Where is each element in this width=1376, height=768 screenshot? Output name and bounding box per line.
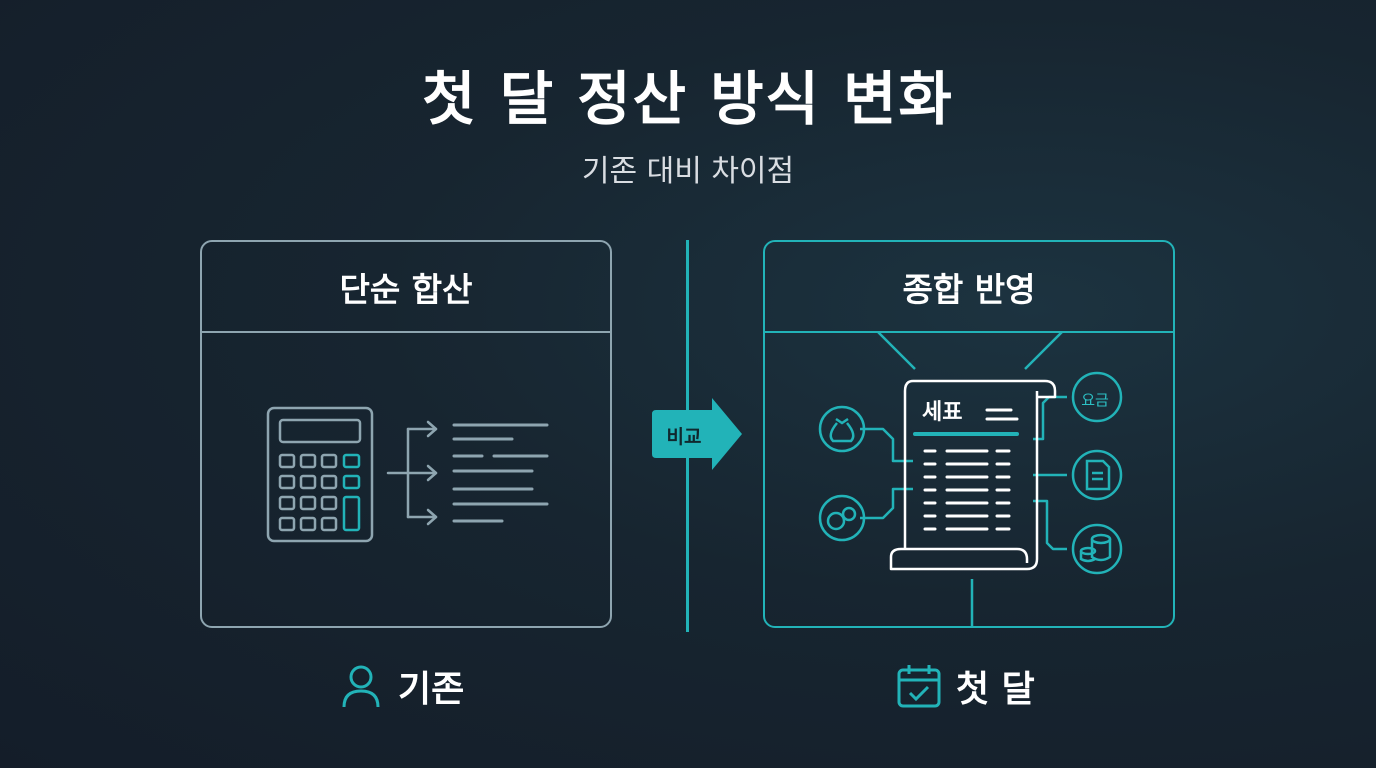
document-icon <box>1071 449 1123 501</box>
receipt-title: 세표 <box>922 400 963 425</box>
right-panel-body <box>765 330 1173 627</box>
receipt-rows <box>923 449 1011 531</box>
receipt-icon <box>889 379 1057 571</box>
left-panel-body <box>202 331 610 626</box>
coin-stack-icon <box>1071 523 1123 575</box>
right-footer-label: 첫 달 <box>956 669 1035 710</box>
compare-label: 비교 <box>666 426 702 448</box>
right-footer: 첫 달 <box>894 658 1035 714</box>
list-lines-icon <box>452 423 549 523</box>
page-subtitle: 기존 대비 차이점 <box>581 154 795 189</box>
calendar-check-icon <box>897 665 941 708</box>
right-panel-header: 종합 반영 <box>765 242 1173 333</box>
right-panel: 종합 반영 <box>763 240 1175 628</box>
coins-icon <box>818 494 866 542</box>
money-bag-icon <box>818 405 866 453</box>
compare-arrow-icon <box>652 398 742 470</box>
left-panel: 단순 합산 <box>200 240 612 628</box>
left-panel-header: 단순 합산 <box>202 242 610 333</box>
arrow-right-icon <box>386 420 438 526</box>
left-footer-label: 기존 <box>398 669 465 710</box>
calculator-diagram <box>266 406 549 543</box>
fee-label: 요금 <box>1081 391 1109 409</box>
connector-lines <box>860 330 1067 627</box>
left-footer: 기존 <box>336 658 464 714</box>
page-title: 첫 달 정산 방식 변화 <box>422 65 954 133</box>
calculator-icon <box>266 406 374 543</box>
receipt-lines <box>985 408 1019 421</box>
fee-icon <box>1071 371 1123 423</box>
aggregation-diagram <box>818 330 1123 627</box>
user-icon <box>342 665 380 708</box>
